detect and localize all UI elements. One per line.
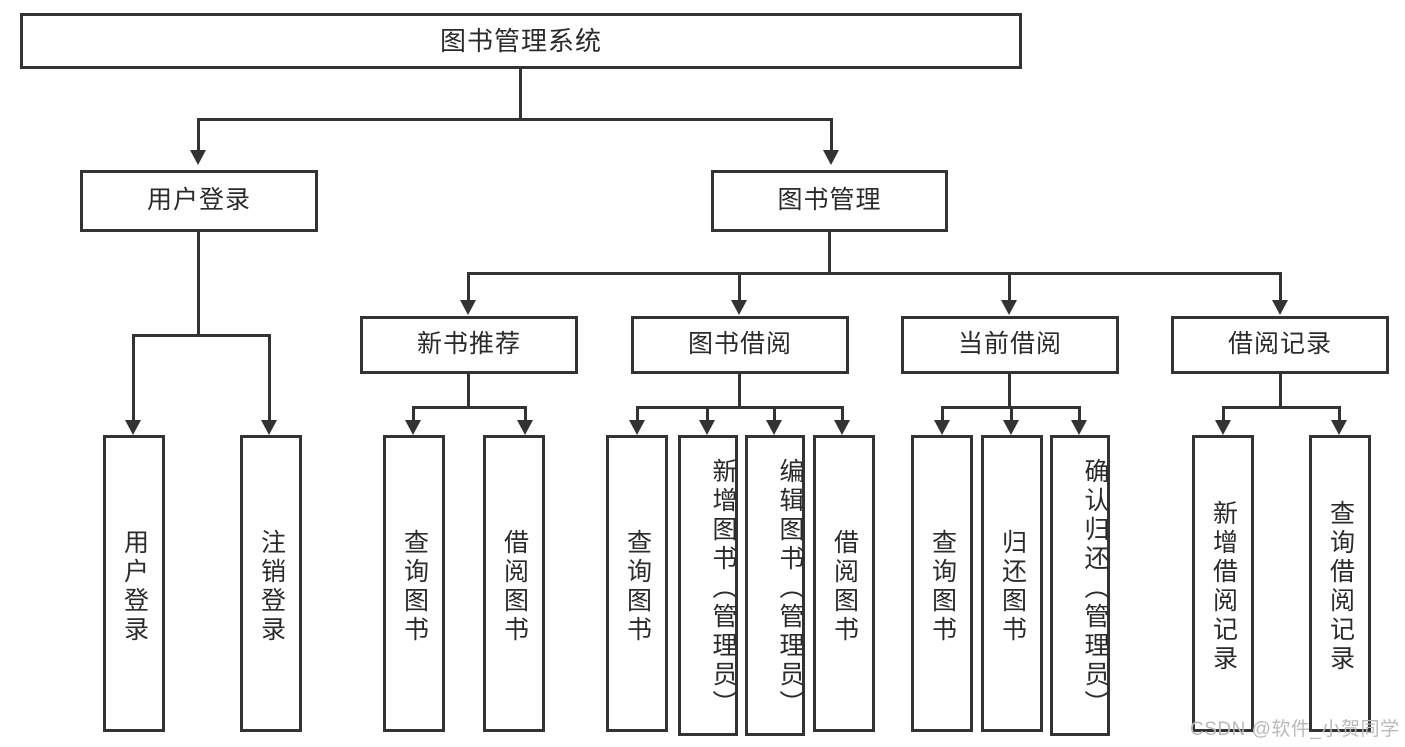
connector-to-new-book-rec [467,272,470,300]
node-label: 新书推荐 [416,330,521,359]
connector-new-book-rec-stem [467,374,470,406]
connector-borrow-record-stem [1279,374,1282,406]
node-label: 编辑图书（管理员） [776,458,804,719]
node-label: 确认归还（管理员） [1081,458,1109,719]
node-label: 图书管理 [777,186,882,215]
arrow-to-new-book-rec [460,300,476,315]
connector-user-login-leaf2 [268,334,271,420]
arrow-nbr-leaf1 [405,420,421,435]
connector-book-manage-bus [467,272,1282,275]
node-leaf-query-book-1[interactable]: 查询图书 [383,435,445,732]
node-book-management[interactable]: 图书管理 [711,170,948,232]
node-label: 新增图书（管理员） [709,458,737,719]
connector-bb-leaf2 [706,406,709,420]
node-borrow-records[interactable]: 借阅记录 [1171,316,1389,374]
node-leaf-add-book-admin[interactable]: 新增图书（管理员） [678,435,738,736]
node-label: 当前借阅 [957,330,1062,359]
node-leaf-return-book[interactable]: 归还图书 [981,435,1043,732]
node-label: 用户登录 [146,186,251,215]
node-leaf-edit-book-admin[interactable]: 编辑图书（管理员） [745,435,805,736]
node-leaf-query-book-3[interactable]: 查询图书 [911,435,973,732]
connector-bb-leaf4 [841,406,844,420]
arrow-bb-leaf3 [766,420,782,435]
node-label: 借阅图书 [500,528,529,645]
arrow-to-user-login [190,150,206,165]
connector-to-borrow-record [1279,272,1282,300]
connector-bb-leaf1 [636,406,639,420]
arrow-bb-leaf4 [834,420,850,435]
arrow-nbr-leaf2 [517,420,533,435]
connector-to-book-manage [830,118,833,150]
node-label: 归还图书 [998,528,1027,645]
connector-borrow-record-bus [1222,406,1341,409]
node-root-book-management-system[interactable]: 图书管理系统 [20,13,1022,69]
connector-root-bus [197,118,833,121]
node-label: 查询图书 [928,528,957,645]
connector-cb-leaf1 [941,406,944,420]
connector-book-manage-stem [828,232,831,272]
node-label: 新增借阅记录 [1209,499,1238,674]
connector-nbr-leaf2 [524,406,527,420]
arrow-to-borrow-record [1272,300,1288,315]
node-label: 注销登录 [257,528,286,645]
connector-bb-leaf3 [773,406,776,420]
node-label: 查询图书 [623,528,652,645]
arrow-leaf-logout [261,420,277,435]
arrow-br-leaf2 [1331,420,1347,435]
connector-book-borrow-bus [636,406,844,409]
connector-current-borrow-stem [1008,374,1011,406]
node-new-book-recommend[interactable]: 新书推荐 [360,316,578,374]
connector-user-login-bus [132,334,270,337]
connector-to-current-borrow [1008,272,1011,300]
arrow-to-book-manage [823,150,839,165]
node-label: 借阅记录 [1227,330,1332,359]
node-leaf-logout[interactable]: 注销登录 [240,435,302,732]
connector-to-user-login [197,118,200,150]
node-user-login[interactable]: 用户登录 [80,170,318,232]
node-leaf-borrow-book-2[interactable]: 借阅图书 [813,435,875,732]
node-leaf-add-borrow-record[interactable]: 新增借阅记录 [1192,435,1254,732]
arrow-bb-leaf1 [629,420,645,435]
node-label: 查询图书 [400,528,429,645]
connector-cb-leaf2 [1010,406,1013,420]
arrow-br-leaf1 [1215,420,1231,435]
node-label: 图书管理系统 [439,25,602,56]
arrow-cb-leaf2 [1003,420,1019,435]
node-leaf-borrow-book-1[interactable]: 借阅图书 [483,435,545,732]
connector-user-login-stem [197,232,200,334]
connector-new-book-rec-bus [412,406,527,409]
arrow-cb-leaf3 [1071,420,1087,435]
connector-br-leaf1 [1222,406,1225,420]
node-leaf-user-login[interactable]: 用户登录 [103,435,165,732]
arrow-leaf-user-login [125,420,141,435]
connector-user-login-leaf1 [132,334,135,420]
arrow-bb-leaf2 [699,420,715,435]
node-book-borrowing[interactable]: 图书借阅 [631,316,849,374]
node-leaf-query-borrow-record[interactable]: 查询借阅记录 [1309,435,1371,732]
connector-nbr-leaf1 [412,406,415,420]
node-label: 图书借阅 [687,330,792,359]
arrow-to-current-borrow [1001,300,1017,315]
connector-book-borrow-stem [738,374,741,406]
node-leaf-confirm-return-admin[interactable]: 确认归还（管理员） [1050,435,1110,736]
arrow-to-book-borrow [731,300,747,315]
node-leaf-query-book-2[interactable]: 查询图书 [606,435,668,732]
node-label: 借阅图书 [830,528,859,645]
arrow-cb-leaf1 [934,420,950,435]
connector-br-leaf2 [1338,406,1341,420]
node-current-borrowing[interactable]: 当前借阅 [901,316,1119,374]
connector-cb-leaf3 [1078,406,1081,420]
node-label: 查询借阅记录 [1326,499,1355,674]
node-label: 用户登录 [120,528,149,645]
connector-root-stem [519,69,522,118]
connector-to-book-borrow [738,272,741,300]
